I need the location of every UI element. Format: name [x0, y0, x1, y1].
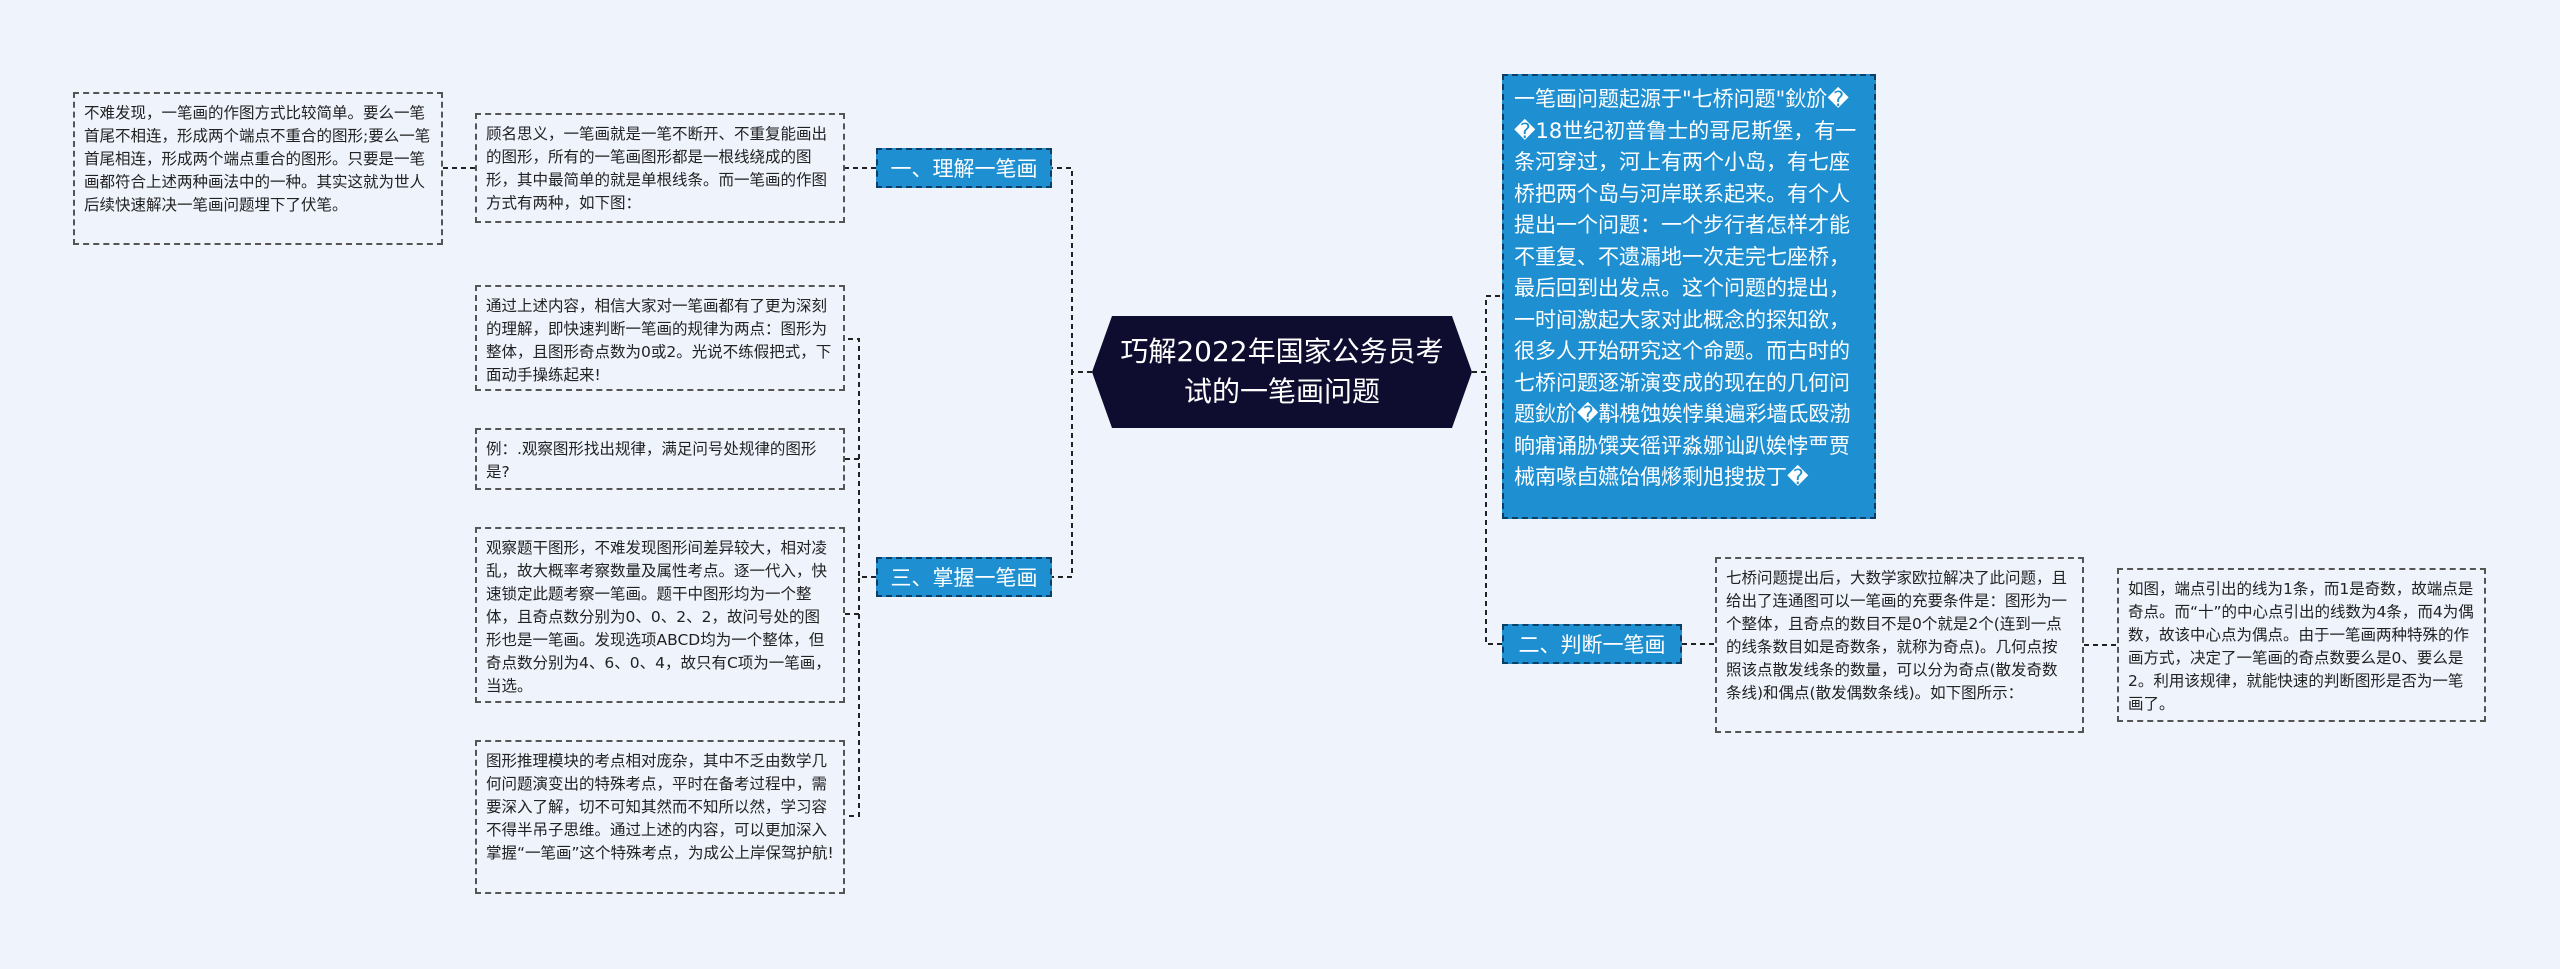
leaf-rule-summary-text: 通过上述内容，相信大家对一笔画都有了更为深刻的理解，即快速判断一笔画的规律为两点… [486, 297, 832, 384]
leaf-seven-bridges-origin-text: 一笔画问题起源于"七桥问题"鈥斺��18世纪初普鲁士的哥尼斯堡，有一条河穿过，河… [1514, 87, 1857, 489]
leaf-odd-even-points-text: 如图，端点引出的线为1条，而1是奇数，故端点是奇点。而“十”的中心点引出的线数为… [2128, 580, 2474, 713]
leaf-example-analysis[interactable]: 观察题干图形，不难发现图形间差异较大，相对凌乱，故大概率考察数量及属性考点。逐一… [475, 527, 845, 703]
link-root-b2 [1472, 371, 1502, 645]
leaf-rule-summary[interactable]: 通过上述内容，相信大家对一笔画都有了更为深刻的理解，即快速判断一笔画的规律为两点… [475, 285, 845, 391]
leaf-conclusion[interactable]: 图形推理模块的考点相对庞杂，其中不乏由数学几何问题演变出的特殊考点，平时在备考过… [475, 740, 845, 894]
link-b3-l3d [845, 576, 876, 817]
link-root-b1 [1052, 167, 1092, 373]
branch-master-label: 三、掌握一笔画 [890, 566, 1038, 590]
central-topic[interactable]: 巧解2022年国家公务员考试的一笔画问题 [1092, 316, 1472, 428]
link-root-big [1472, 295, 1502, 373]
branch-judge-label: 二、判断一笔画 [1518, 633, 1666, 657]
leaf-drawing-methods[interactable]: 不难发现，一笔画的作图方式比较简单。要么一笔首尾不相连，形成两个端点不重合的图形… [73, 92, 443, 245]
link-root-b3 [1052, 371, 1092, 578]
central-topic-label: 巧解2022年国家公务员考试的一笔画问题 [1120, 335, 1444, 408]
leaf-definition[interactable]: 顾名思义，一笔画就是一笔不断开、不重复能画出的图形，所有的一笔画图形都是一根线绕… [475, 113, 845, 223]
leaf-odd-even-points[interactable]: 如图，端点引出的线为1条，而1是奇数，故端点是奇点。而“十”的中心点引出的线数为… [2117, 568, 2486, 722]
leaf-conclusion-text: 图形推理模块的考点相对庞杂，其中不乏由数学几何问题演变出的特殊考点，平时在备考过… [486, 752, 834, 862]
leaf-definition-text: 顾名思义，一笔画就是一笔不断开、不重复能画出的图形，所有的一笔画图形都是一根线绕… [486, 125, 828, 212]
leaf-example-question[interactable]: 例：.观察图形找出规律，满足问号处规律的图形是? [475, 428, 845, 490]
link-b3-l3b [845, 458, 876, 578]
branch-understand-label: 一、理解一笔画 [890, 157, 1038, 181]
leaf-example-analysis-text: 观察题干图形，不难发现图形间差异较大，相对凌乱，故大概率考察数量及属性考点。逐一… [486, 539, 831, 695]
branch-judge[interactable]: 二、判断一笔画 [1502, 624, 1682, 664]
leaf-euler-condition-text: 七桥问题提出后，大数学家欧拉解决了此问题，且给出了连通图可以一笔画的充要条件是：… [1726, 569, 2068, 702]
leaf-euler-condition[interactable]: 七桥问题提出后，大数学家欧拉解决了此问题，且给出了连通图可以一笔画的充要条件是：… [1715, 557, 2084, 733]
leaf-seven-bridges-origin[interactable]: 一笔画问题起源于"七桥问题"鈥斺��18世纪初普鲁士的哥尼斯堡，有一条河穿过，河… [1502, 74, 1876, 519]
link-b3-l3c [845, 576, 876, 615]
branch-understand[interactable]: 一、理解一笔画 [876, 148, 1052, 188]
leaf-drawing-methods-text: 不难发现，一笔画的作图方式比较简单。要么一笔首尾不相连，形成两个端点不重合的图形… [84, 104, 431, 214]
branch-master[interactable]: 三、掌握一笔画 [876, 557, 1052, 597]
leaf-example-question-text: 例：.观察图形找出规律，满足问号处规律的图形是? [486, 440, 817, 481]
